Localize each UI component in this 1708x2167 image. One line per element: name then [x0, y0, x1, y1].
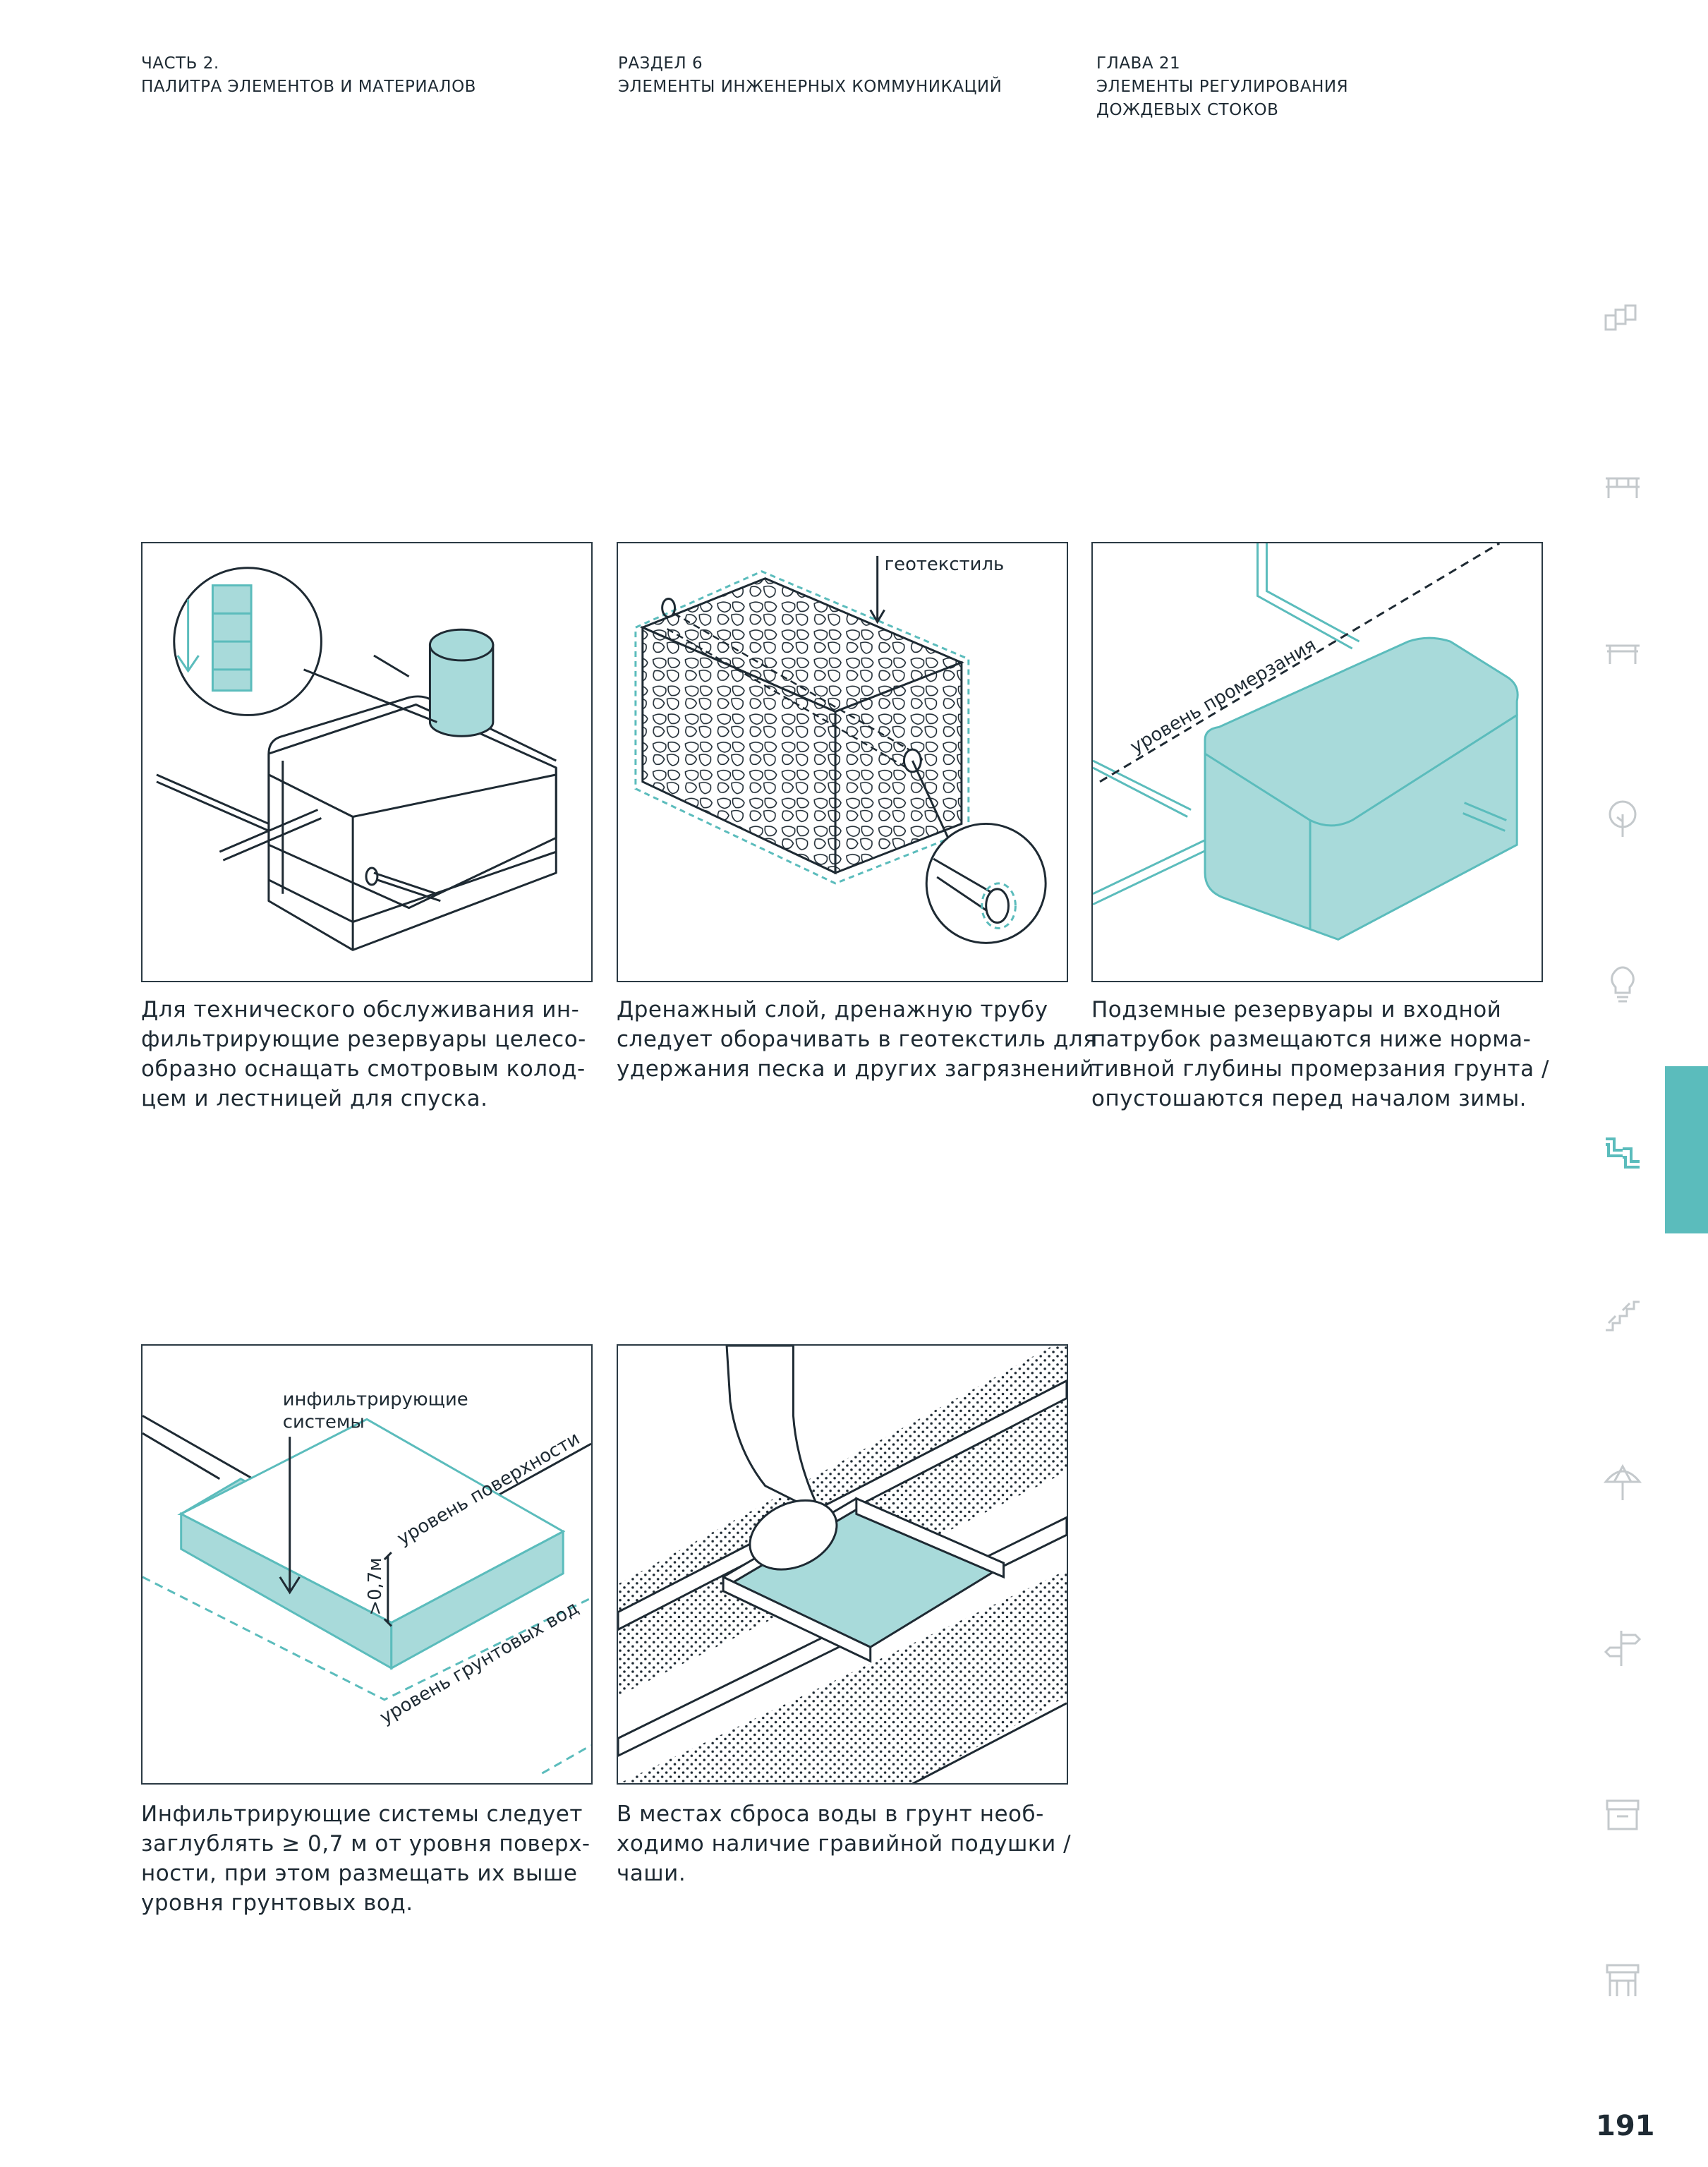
infiltration-label-line2: системы	[283, 1411, 365, 1432]
page-number: 191	[1596, 2110, 1655, 2142]
caption-line: В местах сброса воды в грунт необ-	[617, 1801, 1044, 1827]
header-section: РАЗДЕЛ 6 ЭЛЕМЕНТЫ ИНЖЕНЕРНЫХ КОММУНИКАЦИ…	[618, 52, 1002, 99]
figure-4-caption: Инфильтрирующие системы следует заглубля…	[141, 1799, 590, 1918]
figure-1-illustration	[141, 542, 593, 982]
pavilion-icon[interactable]	[1601, 1958, 1644, 2000]
figure-2-illustration: геотекстиль	[617, 542, 1068, 982]
figure-1-caption: Для технического обслуживания ин- фильтр…	[141, 995, 586, 1113]
infiltration-label-line1: инфильтрирующие	[283, 1389, 468, 1410]
steps-icon[interactable]	[1601, 1295, 1644, 1337]
header-section-title: ЭЛЕМЕНТЫ ИНЖЕНЕРНЫХ КОММУНИКАЦИЙ	[618, 78, 1003, 96]
discharge-gravel-drawing	[618, 1346, 1067, 1783]
caption-line: ходимо наличие гравийной подушки /	[617, 1831, 1072, 1857]
caption-line: чаши.	[617, 1861, 686, 1886]
infiltration-depth-drawing: инфильтрирующие системы уровень поверхно…	[143, 1389, 591, 1775]
caption-line: тивной глубины промерзания грунта /	[1091, 1056, 1549, 1082]
caption-line: ности, при этом размещать их выше	[141, 1861, 578, 1886]
table-icon[interactable]	[1601, 632, 1644, 674]
bench-icon[interactable]	[1601, 466, 1644, 508]
pipes-icon[interactable]	[1601, 1129, 1644, 1171]
tree-icon[interactable]	[1601, 797, 1644, 840]
active-chapter-tab[interactable]	[1665, 1066, 1708, 1233]
header-chapter-number: ГЛАВА 21	[1096, 54, 1181, 73]
lamp-icon[interactable]	[1601, 963, 1644, 1006]
figure-3-illustration: уровень промерзания	[1091, 542, 1543, 982]
figure-5-caption: В местах сброса воды в грунт необ- ходим…	[617, 1799, 1071, 1888]
caption-line: цем и лестницей для спуска.	[141, 1086, 488, 1111]
caption-line: фильтрирующие резервуары целесо-	[141, 1027, 586, 1052]
figure-3-caption: Подземные резервуары и входной патрубок …	[1091, 995, 1549, 1113]
drain-geotextile-drawing: геотекстиль	[634, 554, 1047, 944]
geotextile-label: геотекстиль	[885, 554, 1005, 575]
depth-label: >0,7м	[365, 1557, 386, 1615]
header-part: ЧАСТЬ 2. ПАЛИТРА ЭЛЕМЕНТОВ И МАТЕРИАЛОВ	[141, 52, 476, 99]
caption-line: опустошаются перед началом зимы.	[1091, 1086, 1527, 1111]
figure-2-caption: Дренажный слой, дренажную трубу следует …	[617, 995, 1101, 1084]
caption-line: Дренажный слой, дренажную трубу	[617, 997, 1048, 1022]
tank-manhole-drawing	[156, 567, 557, 951]
caption-line: следует оборачивать в геотекстиль для	[617, 1027, 1097, 1052]
figure-4-illustration: инфильтрирующие системы уровень поверхно…	[141, 1344, 593, 1785]
caption-line: образно оснащать смотровым колод-	[141, 1056, 586, 1082]
signpost-icon[interactable]	[1601, 1626, 1644, 1669]
reservoir-frost-drawing: уровень промерзания	[1093, 543, 1519, 941]
caption-line: удержания песка и других загрязнений.	[617, 1056, 1102, 1082]
header-chapter-title-line1: ЭЛЕМЕНТЫ РЕГУЛИРОВАНИЯ	[1096, 78, 1349, 96]
header-chapter-title-line2: ДОЖДЕВЫХ СТОКОВ	[1096, 101, 1279, 119]
header-part-number: ЧАСТЬ 2.	[141, 54, 219, 73]
caption-line: Инфильтрирующие системы следует	[141, 1801, 583, 1827]
header-section-number: РАЗДЕЛ 6	[618, 54, 703, 73]
header-chapter: ГЛАВА 21 ЭЛЕМЕНТЫ РЕГУЛИРОВАНИЯ ДОЖДЕВЫХ…	[1096, 52, 1348, 122]
caption-line: уровня грунтовых вод.	[141, 1890, 413, 1916]
umbrella-icon[interactable]	[1601, 1461, 1644, 1503]
figure-5-illustration	[617, 1344, 1068, 1785]
caption-line: Для технического обслуживания ин-	[141, 997, 580, 1022]
caption-line: заглублять ≥ 0,7 м от уровня поверх-	[141, 1831, 590, 1857]
blocks-icon[interactable]	[1601, 300, 1644, 342]
caption-line: Подземные резервуары и входной	[1091, 997, 1502, 1022]
kiosk-icon[interactable]	[1601, 1792, 1644, 1835]
header-part-title: ПАЛИТРА ЭЛЕМЕНТОВ И МАТЕРИАЛОВ	[141, 78, 476, 96]
caption-line: патрубок размещаются ниже норма-	[1091, 1027, 1532, 1052]
